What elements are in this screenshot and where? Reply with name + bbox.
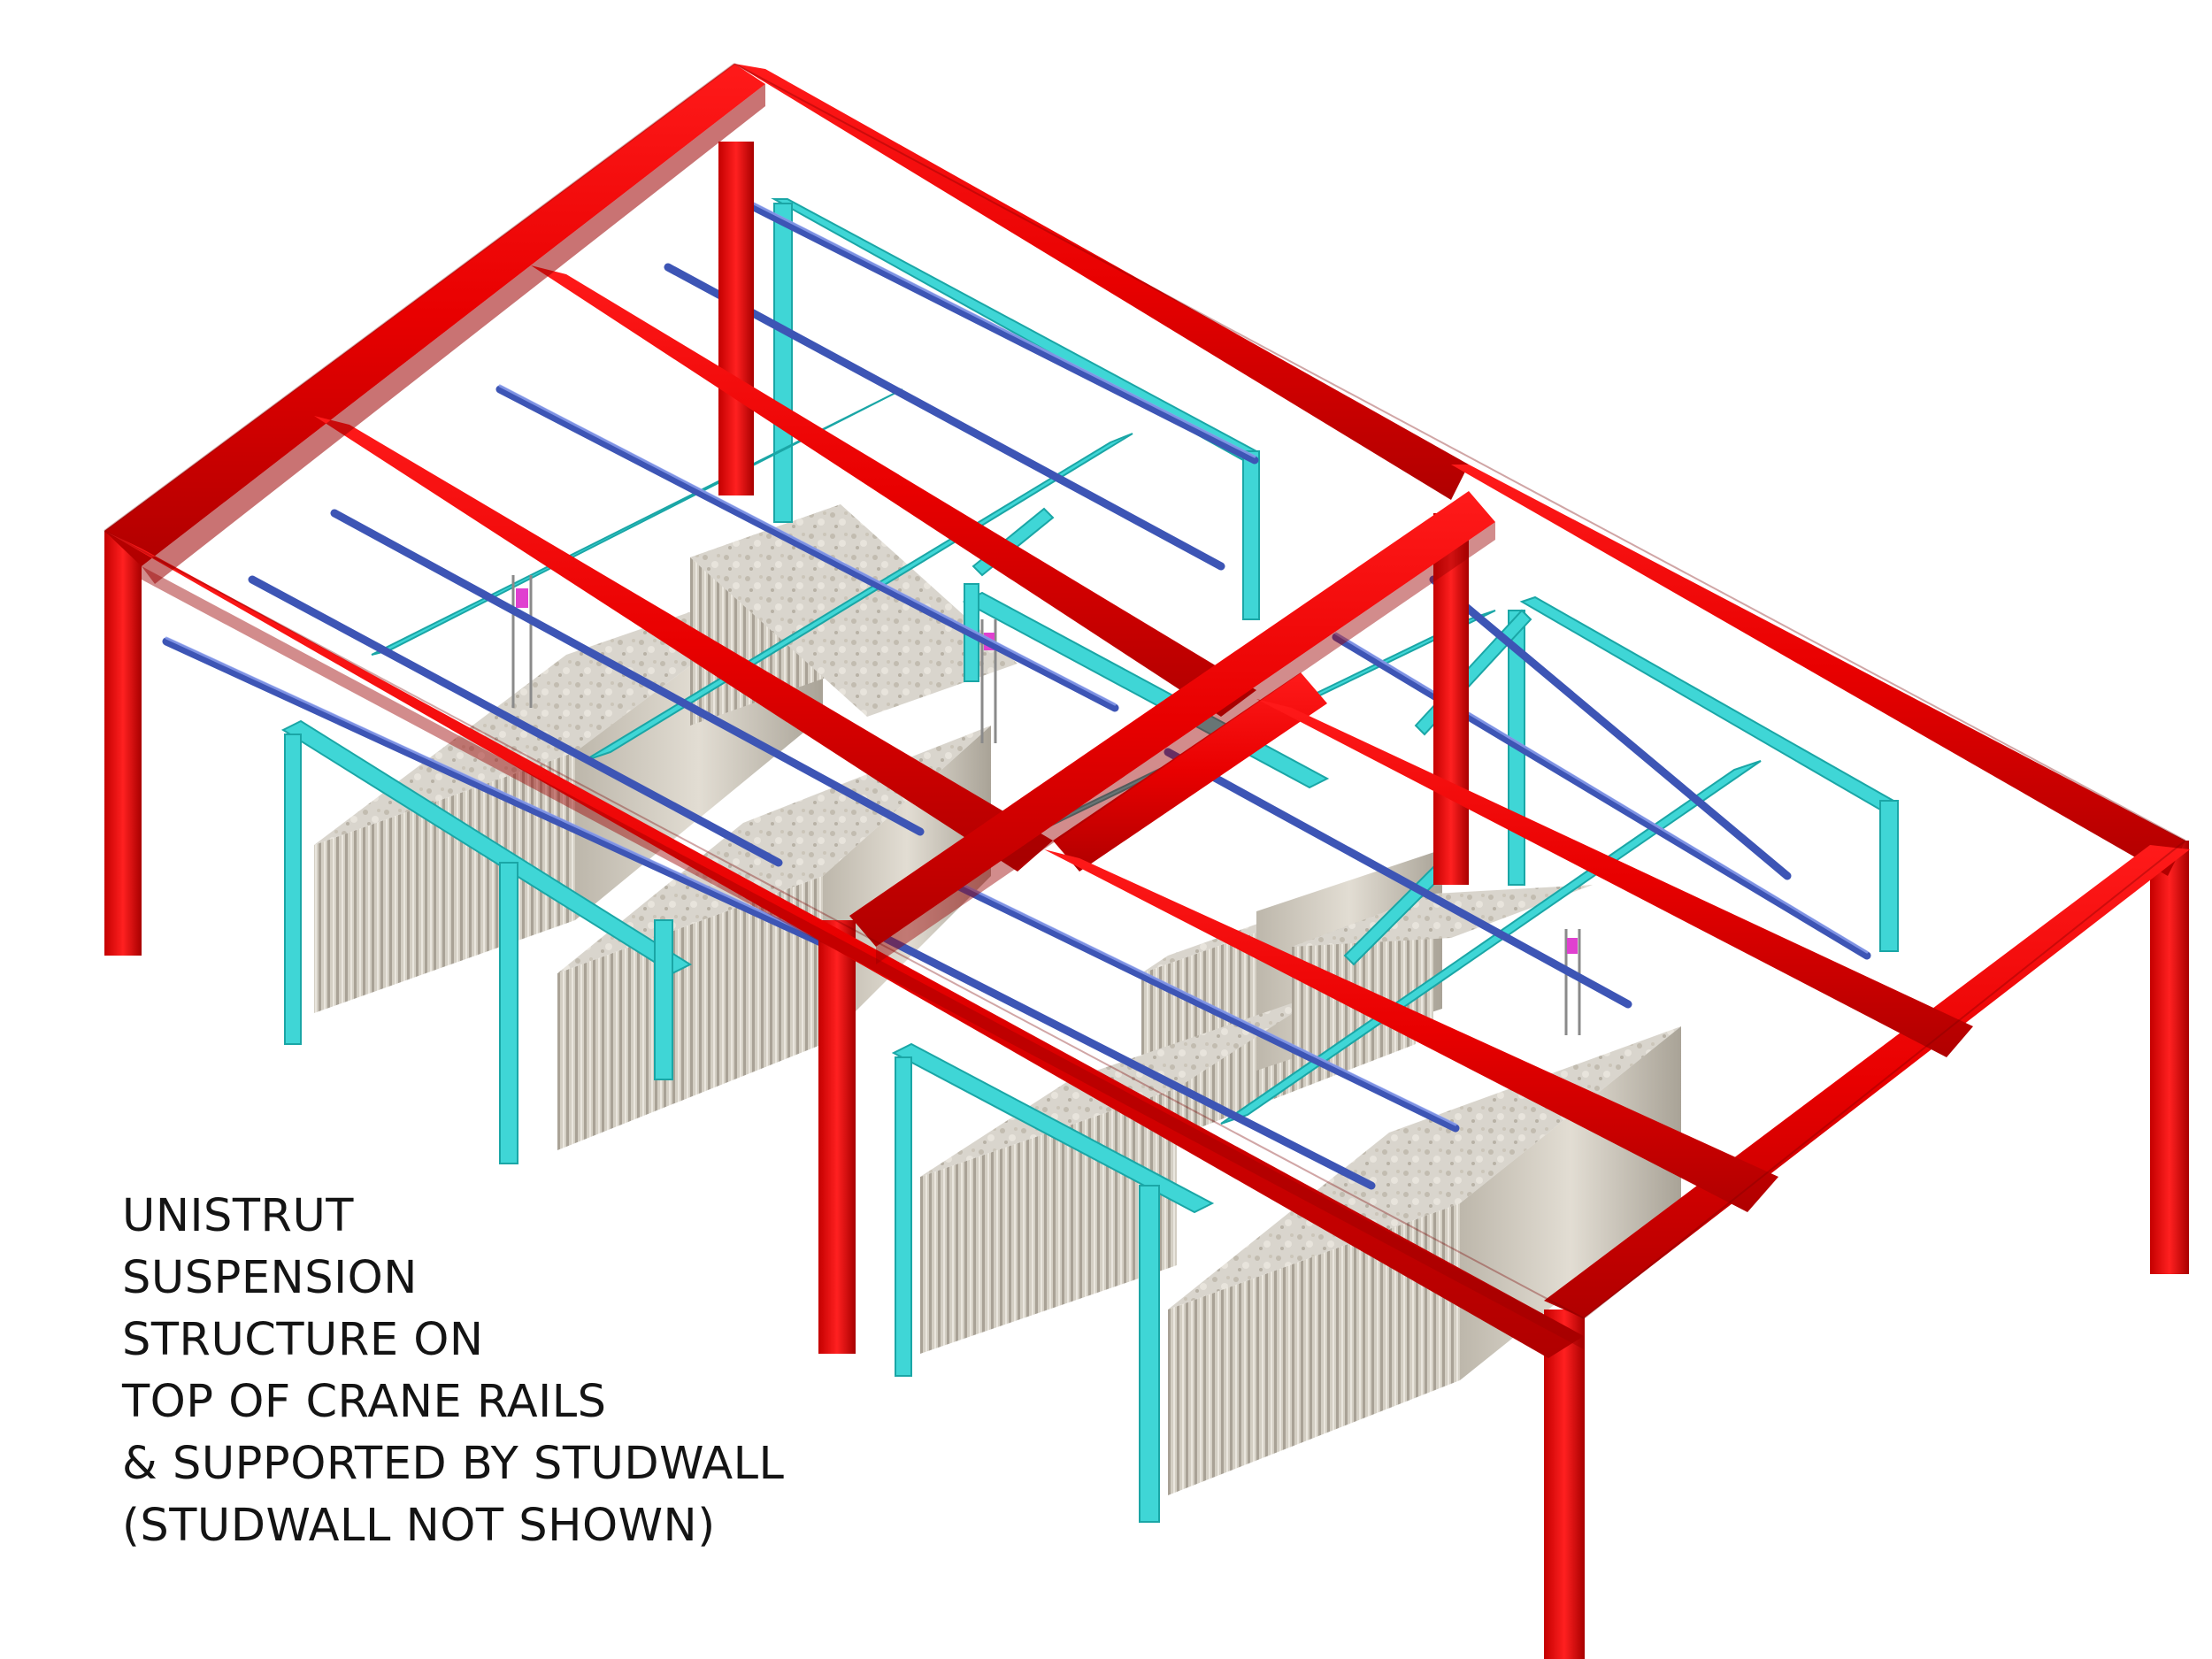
drawing-caption: UNISTRUT SUSPENSION STRUCTURE ON TOP OF …	[122, 1186, 784, 1557]
caption-line-5: & SUPPORTED BY STUDWALL	[122, 1438, 785, 1490]
blue-rail-icon	[162, 201, 1871, 1190]
caption-line-4: TOP OF CRANE RAILS	[122, 1376, 607, 1428]
caption-line-3: STRUCTURE ON	[122, 1314, 484, 1366]
caption-line-1: UNISTRUT	[122, 1190, 354, 1242]
caption-line-2: SUSPENSION	[122, 1252, 418, 1304]
red-steel-frame-icon	[104, 64, 2190, 1659]
caption-line-6: (STUDWALL NOT SHOWN)	[122, 1500, 716, 1552]
